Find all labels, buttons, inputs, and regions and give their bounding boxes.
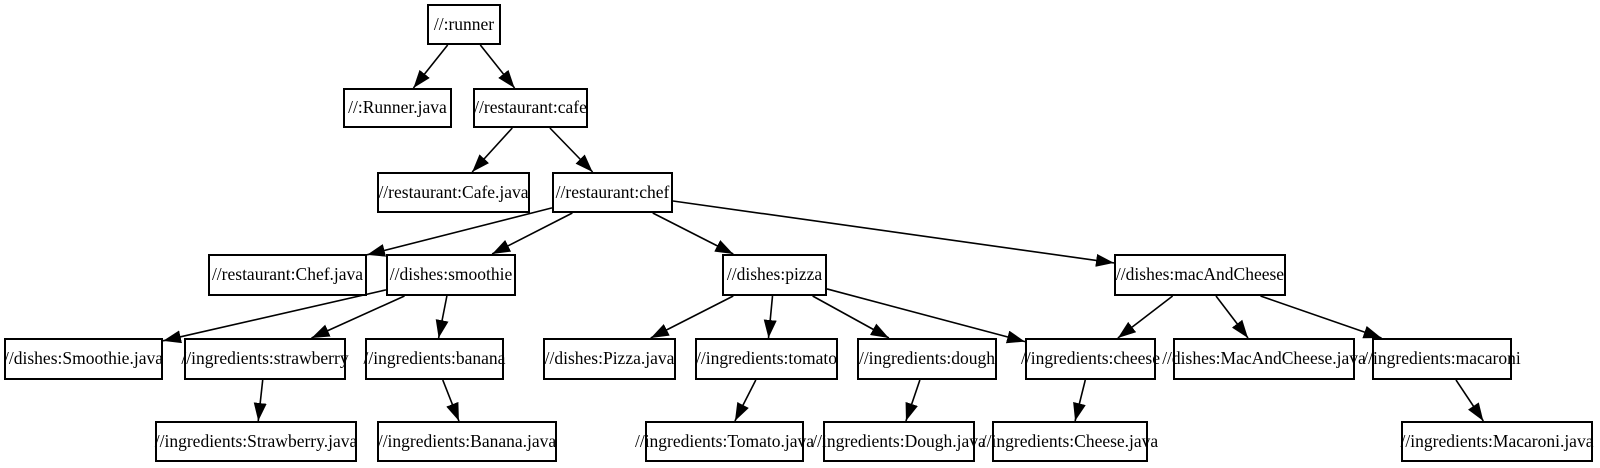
graph-node-pizza-java: //dishes:Pizza.java (543, 338, 676, 380)
edge-macandcheese-to-macaroni (1260, 295, 1382, 339)
graph-node-macandcheese-java: //dishes:MacAndCheese.java (1162, 338, 1366, 380)
edge-chef-to-macandcheese (672, 200, 1115, 267)
edge-pizza-to-tomato (763, 295, 777, 339)
graph-node-macandcheese: //dishes:macAndCheese (1114, 254, 1286, 296)
graph-node-cheese-java: //ingredients:Cheese.java (982, 421, 1158, 462)
edge-pizza-to-dough (812, 295, 890, 339)
edge-chef-to-smoothie (491, 212, 573, 255)
edge-cafe-to-cafe-java (471, 127, 513, 173)
edge-pizza-to-pizza-java (650, 295, 734, 339)
edge-chef-to-pizza (652, 212, 734, 255)
graph-node-cafe: //restaurant:cafe (473, 88, 588, 128)
graph-node-banana: //ingredients:banana (364, 338, 505, 380)
edge-macaroni-to-macaroni-java (1455, 379, 1484, 422)
graph-node-tomato-java: //ingredients:Tomato.java (635, 421, 814, 462)
graph-node-dough-java: //ingredients:Dough.java (812, 421, 986, 462)
graph-node-macaroni: //ingredients:macaroni (1363, 338, 1521, 380)
edge-banana-to-banana-java (442, 379, 460, 422)
edge-macandcheese-to-cheese (1117, 295, 1174, 339)
edge-runner-to-cafe (479, 44, 516, 89)
edges-group (162, 44, 1484, 422)
graph-node-strawberry-java: //ingredients:Strawberry.java (155, 421, 357, 462)
graph-node-banana-java: //ingredients:Banana.java (377, 421, 557, 462)
graph-node-chef: //restaurant:chef (552, 172, 673, 213)
edge-chef-to-chef-java (366, 207, 553, 257)
edge-cheese-to-cheese-java (1073, 379, 1087, 422)
edge-cafe-to-chef (549, 127, 594, 173)
edge-runner-to-runner-java (412, 44, 449, 89)
edge-macandcheese-to-macandcheese-java (1215, 295, 1249, 339)
graph-node-smoothie: //dishes:smoothie (386, 254, 516, 296)
graph-node-cafe-java: //restaurant:Cafe.java (377, 172, 530, 213)
edge-tomato-to-tomato-java (734, 379, 757, 422)
graph-node-smoothie-java: //dishes:Smoothie.java (4, 338, 163, 380)
graph-node-chef-java: //restaurant:Chef.java (208, 254, 367, 296)
edge-dough-to-dough-java (905, 379, 921, 422)
graph-node-cheese: //ingredients:cheese (1021, 338, 1160, 380)
graph-node-dough: //ingredients:dough (857, 338, 997, 380)
edge-strawberry-to-strawberry-java (253, 379, 267, 422)
graph-node-macaroni-java: //ingredients:Macaroni.java (1401, 421, 1593, 462)
edge-smoothie-to-strawberry (311, 295, 405, 339)
graph-node-tomato: //ingredients:tomato (695, 338, 838, 380)
graph-node-pizza: //dishes:pizza (722, 254, 827, 296)
graph-node-runner: //:runner (427, 4, 501, 45)
edge-pizza-to-cheese (826, 288, 1026, 344)
graph-node-runner-java: //:Runner.java (343, 88, 452, 128)
edge-smoothie-to-smoothie-java (162, 289, 387, 344)
graph-node-strawberry: //ingredients:strawberry (181, 338, 349, 380)
edge-smoothie-to-banana (435, 295, 449, 339)
